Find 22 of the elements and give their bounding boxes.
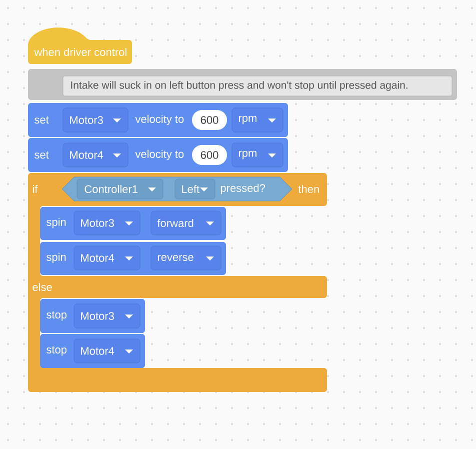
node-label: stop	[46, 346, 67, 356]
node-label: velocity to	[135, 150, 184, 160]
event-hat-block: when driver control	[28, 28, 132, 64]
node-label: set	[34, 151, 49, 159]
node-label: stop	[46, 311, 67, 321]
node-label: set	[34, 116, 49, 124]
number-field: 600	[192, 110, 227, 130]
dropdown: Controller1	[76, 178, 164, 200]
dropdown: Motor3	[74, 210, 140, 236]
comment-block: Intake will suck in on left button press and won't stop until pressed again.	[28, 69, 457, 100]
number-field: 600	[192, 145, 227, 165]
dropdown: rpm	[232, 108, 284, 132]
dropdown: rpm	[232, 142, 284, 168]
dropdown: Motor3	[62, 108, 128, 132]
dropdown: Left	[174, 178, 216, 200]
dropdown: Motor4	[62, 142, 128, 168]
dropdown: reverse	[150, 246, 222, 270]
dropdown: Motor4	[74, 246, 140, 270]
dropdown: forward	[150, 210, 222, 236]
node-label: velocity to	[135, 114, 184, 126]
dropdown: Motor4	[74, 338, 140, 364]
dropdown: Motor3	[74, 304, 140, 328]
